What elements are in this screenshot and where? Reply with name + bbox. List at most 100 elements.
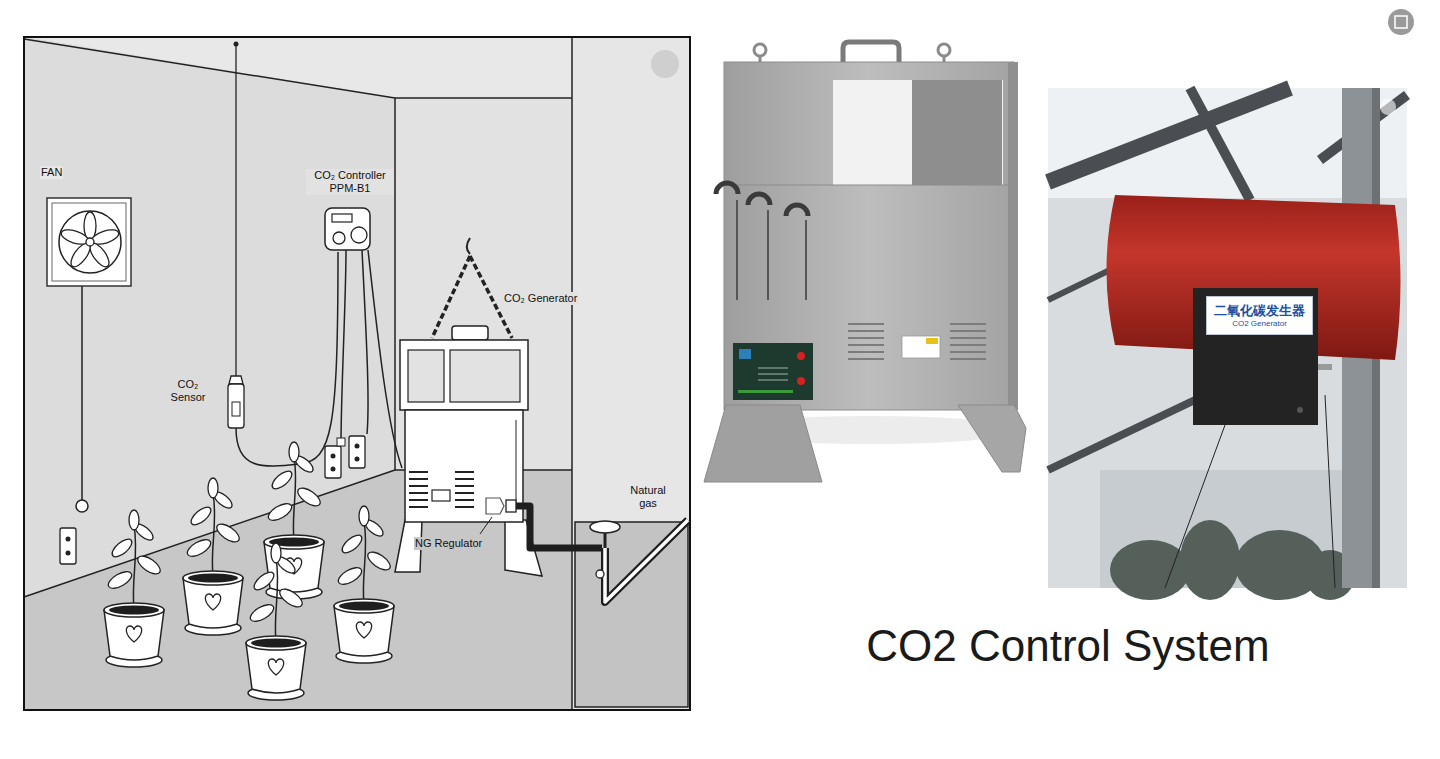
gray-generator-photo-part-part	[950, 337, 986, 339]
co2-controller-symbol-part	[331, 454, 336, 459]
co2-generator-symbol-part-part	[409, 506, 428, 508]
gas-pipe-symbol-part	[590, 521, 620, 533]
gray-generator-photo-part-part	[736, 200, 738, 300]
room-scene-part-part	[395, 97, 572, 99]
co2-generator-symbol-part	[405, 410, 523, 522]
co2-sensor-symbol-part	[236, 252, 338, 466]
gas-label: Natural gas	[623, 484, 673, 510]
red-generator-photo-part-part	[1048, 270, 1110, 300]
room-scene-part	[651, 50, 679, 78]
gray-generator-photo-part-part	[950, 323, 986, 325]
red-generator-photo-part-part	[1165, 425, 1225, 588]
co2-controller-symbol-part	[325, 446, 341, 478]
red-generator-photo-part-part	[1048, 400, 1195, 470]
co2-generator-symbol	[395, 238, 542, 576]
co2-controller-symbol-part	[332, 214, 352, 222]
gray-generator-photo-part	[716, 183, 808, 216]
co2-generator-symbol-part	[516, 420, 517, 505]
fan-symbol-part	[66, 551, 71, 556]
fan-symbol-part	[81, 286, 83, 500]
room-scene-part	[24, 37, 572, 710]
plate-subtitle: CO2 Generator	[1214, 319, 1305, 329]
gas-pipe-symbol-part	[604, 532, 607, 548]
gray-generator-photo-part-part	[767, 210, 769, 300]
red-generator-photo-part-part	[1180, 520, 1240, 600]
gray-generator-photo-part	[1008, 62, 1018, 410]
sensor-label: CO₂ Sensor	[164, 378, 212, 404]
co2-generator-symbol-part-part	[409, 499, 428, 501]
co2-generator-symbol-part-part	[455, 471, 474, 473]
co2-generator-symbol-part	[506, 500, 516, 512]
red-generator-photo-part-part	[1048, 88, 1290, 182]
co2-controller-symbol-part	[368, 250, 402, 468]
red-generator-photo-part-part	[1110, 540, 1190, 600]
room-scene-part	[24, 37, 690, 710]
co2-controller-symbol-part	[333, 232, 345, 244]
plants-part	[183, 478, 243, 635]
plants-part	[334, 506, 394, 663]
gas-pipe-symbol-part	[480, 517, 492, 534]
co2-controller-symbol-part	[341, 250, 346, 444]
fan-symbol-part	[76, 500, 88, 512]
plants	[104, 442, 394, 700]
controller-label: CO₂ Controller PPM-B1	[306, 169, 394, 195]
gray-generator-photo-part	[724, 62, 1014, 187]
gray-generator-photo-part-part	[950, 344, 986, 346]
room-scene-part-part	[24, 39, 395, 98]
plate-title: 二氧化碳发生器	[1214, 302, 1305, 319]
gray-generator-photo-part-part	[716, 183, 738, 194]
fan-symbol	[47, 198, 131, 564]
fan-symbol-part	[66, 537, 71, 542]
gas-pipe-symbol-part	[605, 520, 688, 602]
gray-generator-photo-part	[938, 44, 950, 56]
gray-generator-photo-part	[733, 343, 813, 400]
red-generator-photo-part-part	[1190, 88, 1250, 200]
gray-generator-photo-part-part	[758, 374, 788, 375]
gray-generator-photo-part-part	[848, 323, 884, 325]
regulator-label: NG Regulator	[414, 537, 483, 550]
generator-label: CO₂ Generator	[503, 292, 578, 305]
gas-pipe-symbol-part	[605, 520, 688, 602]
room-scene-part-part	[394, 98, 396, 470]
co2-generator-symbol-part	[452, 326, 488, 340]
gray-generator-photo-part	[737, 200, 806, 300]
co2-controller-symbol-part	[362, 250, 368, 434]
fan-symbol-part	[47, 198, 131, 286]
co2-generator-symbol-part-part	[409, 478, 428, 480]
gray-generator-photo-part	[848, 324, 986, 359]
co2-generator-symbol-part	[400, 340, 528, 410]
co2-sensor-symbol-part	[232, 402, 240, 416]
co2-generator-symbol-part-part	[455, 485, 474, 487]
co2-generator-symbol-part	[408, 350, 444, 402]
gray-generator-photo-part	[833, 80, 1003, 185]
co2-controller-symbol	[325, 208, 402, 478]
name-plate: 二氧化碳发生器CO2 Generator	[1206, 296, 1313, 335]
co2-generator-symbol-part-part	[455, 492, 474, 494]
gray-generator-photo-part	[912, 80, 1002, 185]
co2-controller-symbol-part	[349, 436, 365, 468]
fan-symbol-part-part	[60, 227, 90, 247]
co2-generator-symbol-part	[486, 498, 504, 514]
gray-generator-photo-part-part	[950, 351, 986, 353]
co2-sensor-symbol-part	[235, 42, 236, 376]
co2-generator-symbol-part-part	[455, 499, 474, 501]
co2-sensor-symbol-part	[234, 42, 239, 47]
fan-symbol-part	[60, 212, 121, 270]
gray-generator-photo-part	[739, 349, 751, 359]
red-generator-photo-part	[1380, 99, 1396, 115]
gray-generator-photo-part-part	[786, 205, 808, 216]
gray-generator-photo-part-part	[848, 330, 884, 332]
gray-generator-photo-part-part	[848, 358, 884, 360]
co2-generator-symbol-part-part	[409, 492, 428, 494]
gray-generator-photo-part	[797, 377, 805, 385]
gray-generator-photo-part-part	[848, 344, 884, 346]
red-generator-photo	[1048, 88, 1407, 600]
gray-generator-photo-part	[797, 352, 805, 360]
red-generator-photo-part	[1297, 407, 1303, 413]
gray-generator-photo-part-part	[748, 194, 770, 205]
gray-generator-photo	[704, 42, 1026, 482]
co2-controller-symbol-part	[355, 444, 360, 449]
fan-symbol-part	[60, 528, 76, 564]
co2-sensor-symbol-part	[228, 384, 244, 428]
